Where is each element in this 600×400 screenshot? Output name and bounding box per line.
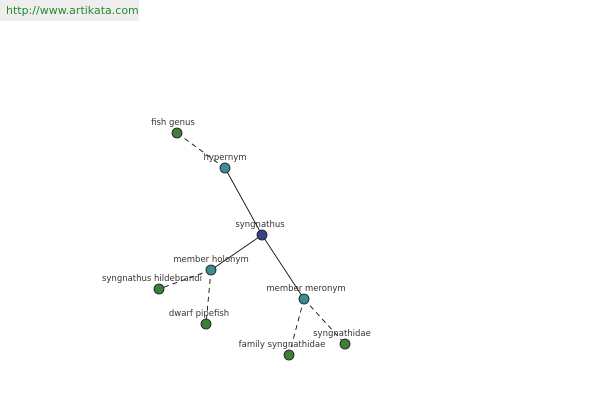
edges-layer: [158, 132, 346, 356]
node-label-member-meronym[interactable]: member meronym: [266, 284, 345, 294]
node-label-family-syngnathidae[interactable]: family syngnathidae: [239, 340, 326, 350]
edge-member-holonym-to-dwarf-pipefish: [205, 269, 212, 325]
edge-syngnathus-to-member-meronym: [261, 234, 305, 300]
node-hypernym[interactable]: [219, 162, 231, 174]
edge-member-meronym-to-family-syngnathidae: [288, 298, 305, 356]
node-syngnathus-hildebrandi[interactable]: [153, 283, 165, 295]
edge-syngnathus-to-member-holonym: [210, 234, 263, 271]
edge-member-meronym-to-syngnathidae: [303, 298, 346, 345]
node-family-syngnathidae[interactable]: [283, 349, 295, 361]
node-syngnathidae[interactable]: [339, 338, 351, 350]
edge-syngnathus-to-hypernym: [224, 167, 263, 236]
labels-layer: syngnathus hypernym member holonym member m…: [102, 118, 371, 350]
node-label-syngnathus-hildebrandi[interactable]: syngnathus hildebrandi: [102, 274, 202, 284]
node-syngnathus[interactable]: [256, 229, 268, 241]
node-member-meronym[interactable]: [298, 293, 310, 305]
node-label-hypernym[interactable]: hypernym: [203, 153, 246, 163]
node-label-syngnathidae[interactable]: syngnathidae: [313, 329, 371, 339]
node-label-fish-genus[interactable]: fish genus: [151, 118, 195, 128]
node-label-member-holonym[interactable]: member holonym: [173, 255, 248, 265]
node-label-dwarf-pipefish[interactable]: dwarf pipefish: [169, 309, 229, 319]
nodes-layer: [153, 127, 351, 361]
node-member-holonym[interactable]: [205, 264, 217, 276]
edge-member-holonym-to-syngnathus-hildebrandi: [158, 269, 212, 290]
node-dwarf-pipefish[interactable]: [200, 318, 212, 330]
source-url-banner[interactable]: http://www.artikata.com: [0, 0, 139, 21]
node-fish-genus[interactable]: [171, 127, 183, 139]
node-label-syngnathus[interactable]: syngnathus: [235, 220, 285, 230]
edge-hypernym-to-fish-genus: [176, 132, 226, 169]
